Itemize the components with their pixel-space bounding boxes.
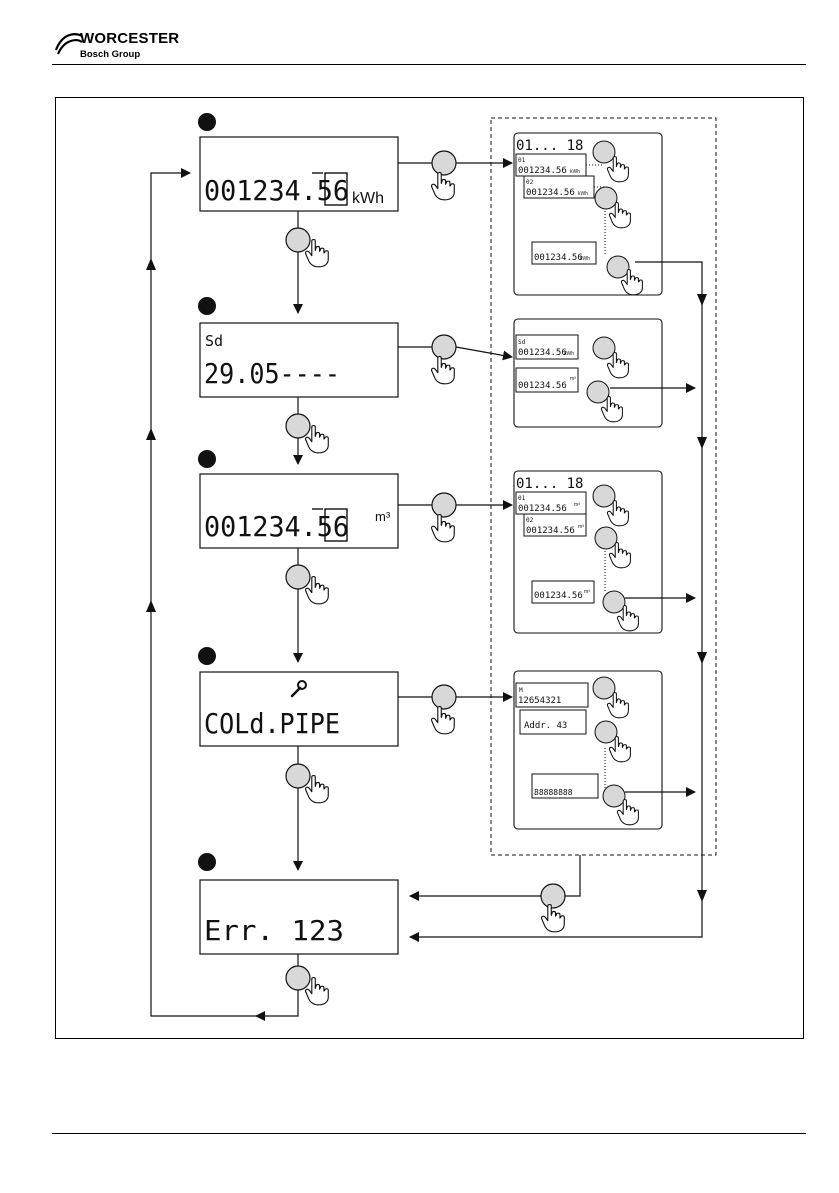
step-marker-3 — [198, 450, 216, 468]
svg-text:01... 18: 01... 18 — [516, 476, 583, 492]
date-reading: 29.05---- — [204, 357, 340, 390]
subpanel-volume: 01... 18 01 001234.56 m³ 02 001234.56 m³… — [514, 471, 695, 633]
energy-unit: kWh — [352, 190, 384, 207]
volume-unit: m³ — [375, 509, 391, 524]
side-button-3[interactable] — [398, 493, 512, 542]
svg-text:m³: m³ — [574, 502, 580, 508]
svg-text:001234.56: 001234.56 — [518, 504, 567, 514]
exit-button[interactable] — [410, 855, 580, 932]
svg-text:001234.56: 001234.56 — [526, 526, 575, 536]
svg-text:01: 01 — [518, 495, 526, 502]
energy-reading: 001234.56 — [204, 174, 349, 207]
svg-text:001234.56: 001234.56 — [518, 381, 567, 391]
subpanel-energy-title: 01... 18 — [516, 138, 583, 154]
svg-text:001234.56: 001234.56 — [518, 348, 567, 358]
main-button-4[interactable] — [286, 764, 328, 803]
svg-text:01: 01 — [518, 157, 526, 164]
main-button-2[interactable] — [286, 414, 328, 453]
display-service: COLd.PIPE — [200, 672, 398, 746]
side-button-2[interactable] — [398, 335, 512, 384]
side-button-1[interactable] — [398, 151, 512, 200]
subpanel-energy: 01... 18 01 001234.56 kWh 02 001234.56 k… — [514, 133, 662, 295]
hand-press-icon — [432, 357, 455, 384]
svg-text:001234.56: 001234.56 — [526, 188, 575, 198]
svg-text:02: 02 — [526, 517, 534, 524]
step-marker-4 — [198, 647, 216, 665]
main-button-3[interactable] — [286, 565, 328, 604]
svg-text:88888888: 88888888 — [534, 788, 573, 797]
error-reading: Err. 123 — [204, 914, 344, 947]
svg-text:kWh: kWh — [564, 351, 574, 357]
svg-text:Sd: Sd — [518, 339, 526, 346]
hand-press-icon — [432, 515, 455, 542]
hand-press-icon — [432, 707, 455, 734]
svg-text:kWh: kWh — [580, 256, 590, 262]
svg-text:02: 02 — [526, 179, 534, 186]
subpanel-date: Sd 001234.56 kWh 001234.56 m³ — [514, 319, 695, 427]
svg-text:m³: m³ — [570, 376, 576, 382]
display-energy: 001234.56 kWh — [200, 137, 398, 211]
display-date: Sd 29.05---- — [200, 323, 398, 397]
side-button-4[interactable] — [398, 685, 512, 734]
svg-text:m³: m³ — [578, 524, 584, 530]
svg-text:001234.56: 001234.56 — [518, 166, 567, 176]
main-button-1[interactable] — [286, 228, 328, 267]
display-volume: 001234.56 m³ — [200, 474, 398, 548]
svg-text:kWh: kWh — [570, 169, 580, 175]
svg-text:M: M — [519, 687, 523, 694]
volume-reading: 001234.56 — [204, 510, 349, 543]
service-reading: COLd.PIPE — [204, 707, 340, 740]
subpanel-service: M 12654321 Addr. 43 88888888 — [514, 671, 695, 829]
hand-press-icon — [432, 173, 455, 200]
display-error: Err. 123 — [200, 880, 398, 954]
svg-text:001234.56: 001234.56 — [534, 591, 583, 601]
step-marker-1 — [198, 113, 216, 131]
svg-text:m³: m³ — [584, 589, 590, 595]
step-marker-2 — [198, 297, 216, 315]
step-marker-5 — [198, 853, 216, 871]
svg-text:Addr. 43: Addr. 43 — [524, 721, 567, 731]
svg-text:kWh: kWh — [578, 191, 588, 197]
svg-text:001234.56: 001234.56 — [534, 253, 583, 263]
main-button-5[interactable] — [286, 966, 328, 1005]
svg-text:12654321: 12654321 — [518, 696, 561, 706]
date-label: Sd — [205, 332, 223, 350]
hand-press-icon — [542, 905, 565, 932]
